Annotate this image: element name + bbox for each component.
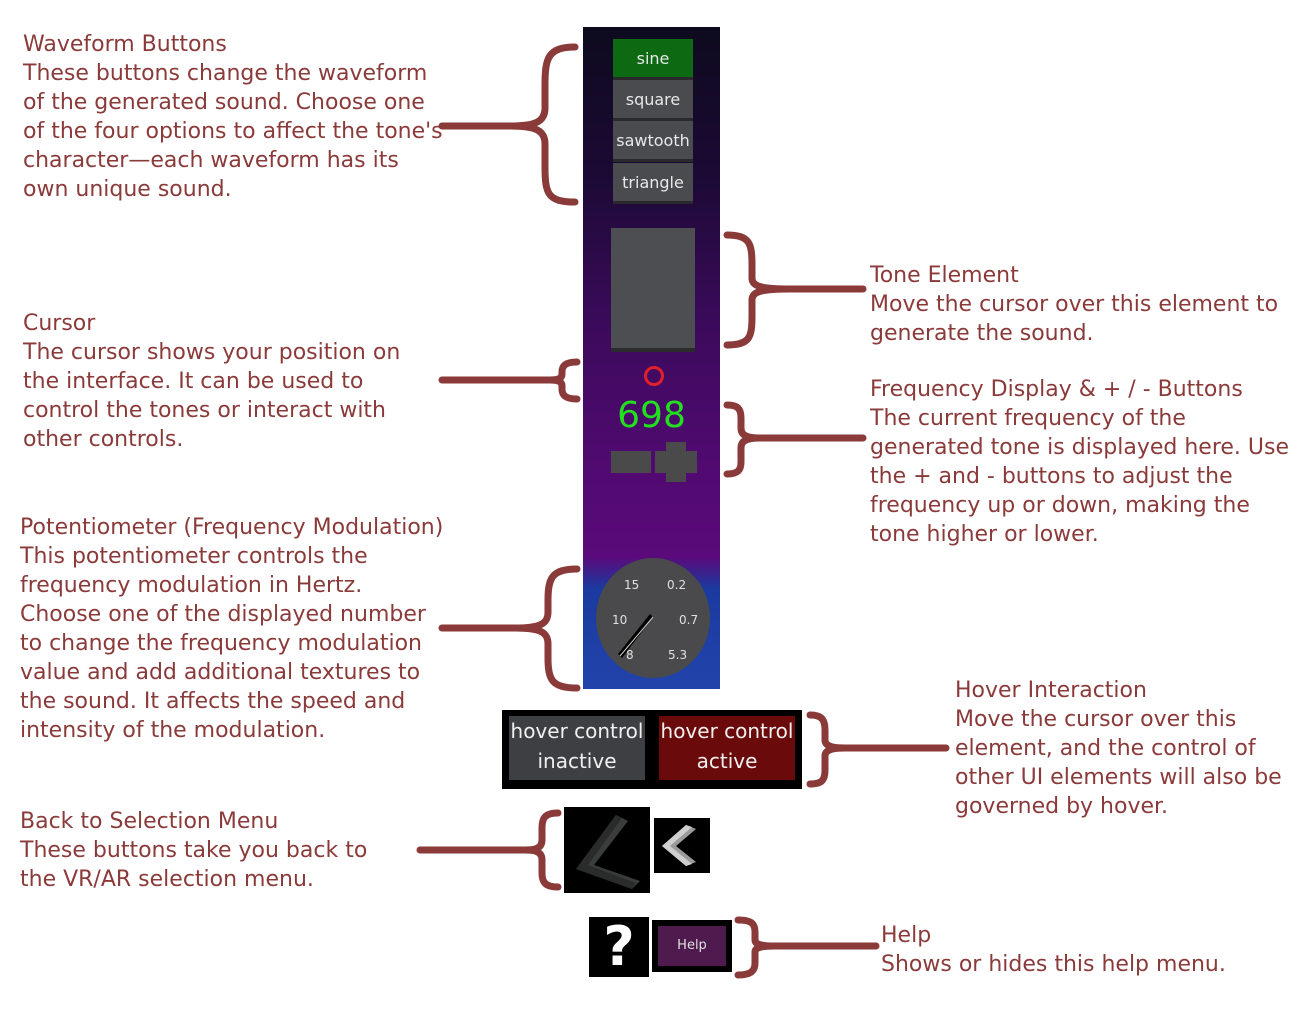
dial-option[interactable]: 5.3	[668, 648, 688, 662]
annotation-title: Cursor	[23, 311, 96, 336]
waveform-sine-button[interactable]: sine	[613, 39, 693, 77]
chevron-left-icon	[576, 815, 640, 889]
chevron-left-icon	[662, 825, 696, 866]
dial-option[interactable]: 0.7	[679, 613, 699, 627]
hover-label-line1: hover control	[660, 719, 794, 743]
annotation-description: These buttons change the waveform of the…	[23, 61, 443, 202]
annotation-description: Move the cursor over this element, and t…	[955, 707, 1282, 819]
annotation-title: Back to Selection Menu	[20, 809, 279, 834]
frequency-display: 698	[617, 395, 686, 436]
hover-control-inactive-button[interactable]: hover control inactive	[502, 710, 652, 789]
waveform-triangle-button[interactable]: triangle	[613, 163, 693, 201]
dial-option[interactable]: 15	[624, 578, 640, 592]
annotation-potentiometer: Potentiometer (Frequency Modulation) Thi…	[20, 513, 445, 745]
annotation-title: Hover Interaction	[955, 678, 1147, 703]
annotation-help: Help Shows or hides this help menu.	[881, 921, 1301, 979]
help-button[interactable]: Help	[652, 920, 732, 972]
frequency-modulation-potentiometer[interactable]: 15 0.2 10 0.7 8 5.3	[596, 558, 710, 678]
annotation-title: Help	[881, 923, 932, 948]
annotation-description: This potentiometer controls the frequenc…	[20, 544, 426, 743]
hover-control-inactive-label: hover control inactive	[509, 716, 645, 780]
annotation-frequency-display: Frequency Display & + / - Buttons The cu…	[870, 375, 1300, 549]
dial-option[interactable]: 10	[612, 613, 628, 627]
waveform-sawtooth-button[interactable]: sawtooth	[613, 121, 693, 159]
back-button-small[interactable]	[654, 818, 710, 873]
annotation-description: Move the cursor over this element to gen…	[870, 292, 1279, 346]
waveform-square-button[interactable]: square	[613, 80, 693, 118]
back-button-large[interactable]	[564, 807, 650, 893]
hover-label-line1: hover control	[510, 719, 644, 743]
frequency-plus-button-vertical[interactable]	[666, 442, 686, 482]
annotation-description: The cursor shows your position on the in…	[23, 340, 401, 452]
tone-element[interactable]	[611, 228, 695, 348]
cursor-icon	[644, 366, 664, 386]
annotation-title: Waveform Buttons	[23, 32, 227, 57]
annotation-title: Tone Element	[870, 263, 1019, 288]
annotation-description: The current frequency of the generated t…	[870, 406, 1290, 547]
annotation-hover-interaction: Hover Interaction Move the cursor over t…	[955, 676, 1285, 821]
synth-panel: sine square sawtooth triangle 698 15 0.2…	[583, 27, 720, 689]
annotation-tone-element: Tone Element Move the cursor over this e…	[870, 261, 1290, 348]
annotation-back-menu: Back to Selection Menu These buttons tak…	[20, 807, 410, 894]
frequency-minus-button[interactable]	[611, 451, 651, 473]
hover-control-active-button[interactable]: hover control active	[652, 710, 802, 789]
annotation-waveform-buttons: Waveform Buttons These buttons change th…	[23, 30, 443, 204]
dial-needle	[618, 614, 654, 658]
help-question-button[interactable]: ?	[589, 917, 649, 977]
hover-control-active-label: hover control active	[659, 716, 795, 780]
help-button-label: Help	[658, 926, 726, 966]
annotation-title: Potentiometer (Frequency Modulation)	[20, 515, 444, 540]
hover-label-line2: active	[696, 749, 758, 773]
annotation-description: Shows or hides this help menu.	[881, 952, 1226, 977]
dial-option[interactable]: 0.2	[667, 578, 687, 592]
annotation-description: These buttons take you back to the VR/AR…	[20, 838, 368, 892]
annotation-title: Frequency Display & + / - Buttons	[870, 377, 1243, 402]
hover-label-line2: inactive	[537, 749, 617, 773]
annotation-cursor: Cursor The cursor shows your position on…	[23, 309, 443, 454]
dial-option[interactable]: 8	[626, 648, 634, 662]
